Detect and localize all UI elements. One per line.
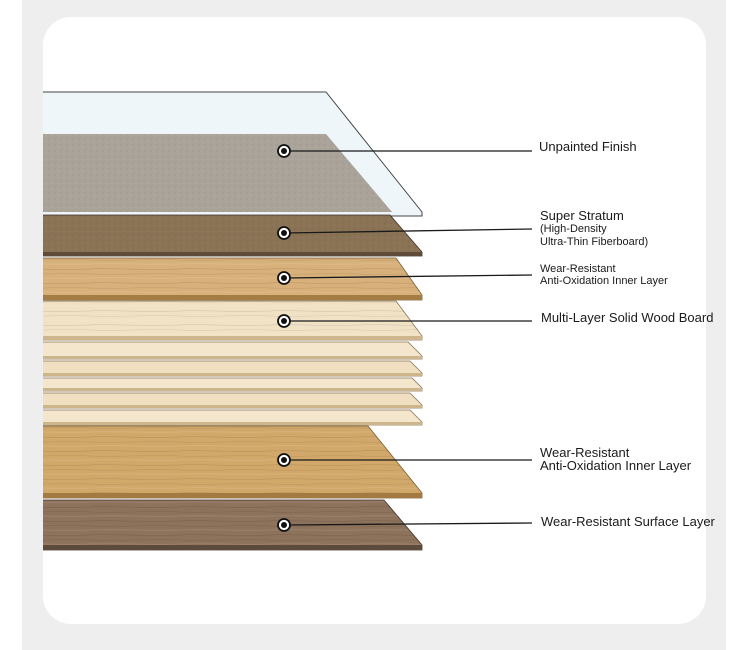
label-main: Wear-Resistant <box>540 263 616 275</box>
label-main: Wear-Resistant Surface Layer <box>541 514 715 529</box>
label-super-stratum: Super Stratum (High-Density Ultra-Thin F… <box>540 208 649 250</box>
label-multi-layer-solid-wood: Multi-Layer Solid Wood Board <box>541 310 714 325</box>
label-main: Wear-Resistant <box>540 445 630 460</box>
label-main: Unpainted Finish <box>539 139 637 154</box>
label-unpainted-finish: Unpainted Finish <box>539 139 637 154</box>
solid-wood-plies <box>43 341 423 426</box>
label-sub: (High-Density <box>540 223 607 236</box>
label-main: Multi-Layer Solid Wood Board <box>541 310 714 325</box>
marker-dot-icon <box>277 314 291 328</box>
callouts <box>283 150 533 526</box>
label-wear-resistant-inner-bottom: Wear-Resistant Anti-Oxidation Inner Laye… <box>540 446 691 472</box>
label-sub: Ultra-Thin Fiberboard) <box>540 236 649 249</box>
label-sub: Anti-Oxidation Inner Layer <box>540 458 692 473</box>
marker-dots <box>277 144 291 532</box>
marker-dot-icon <box>277 271 291 285</box>
marker-dot-icon <box>277 453 291 467</box>
label-wear-resistant-inner-top: Wear-Resistant Anti-Oxidation Inner Laye… <box>540 263 668 287</box>
label-main: Super Stratum <box>540 208 624 223</box>
label-wear-resistant-surface: Wear-Resistant Surface Layer <box>541 514 715 529</box>
marker-dot-icon <box>277 518 291 532</box>
marker-dot-icon <box>277 144 291 158</box>
label-sub: Anti-Oxidation Inner Layer <box>540 274 668 287</box>
marker-dot-icon <box>277 226 291 240</box>
